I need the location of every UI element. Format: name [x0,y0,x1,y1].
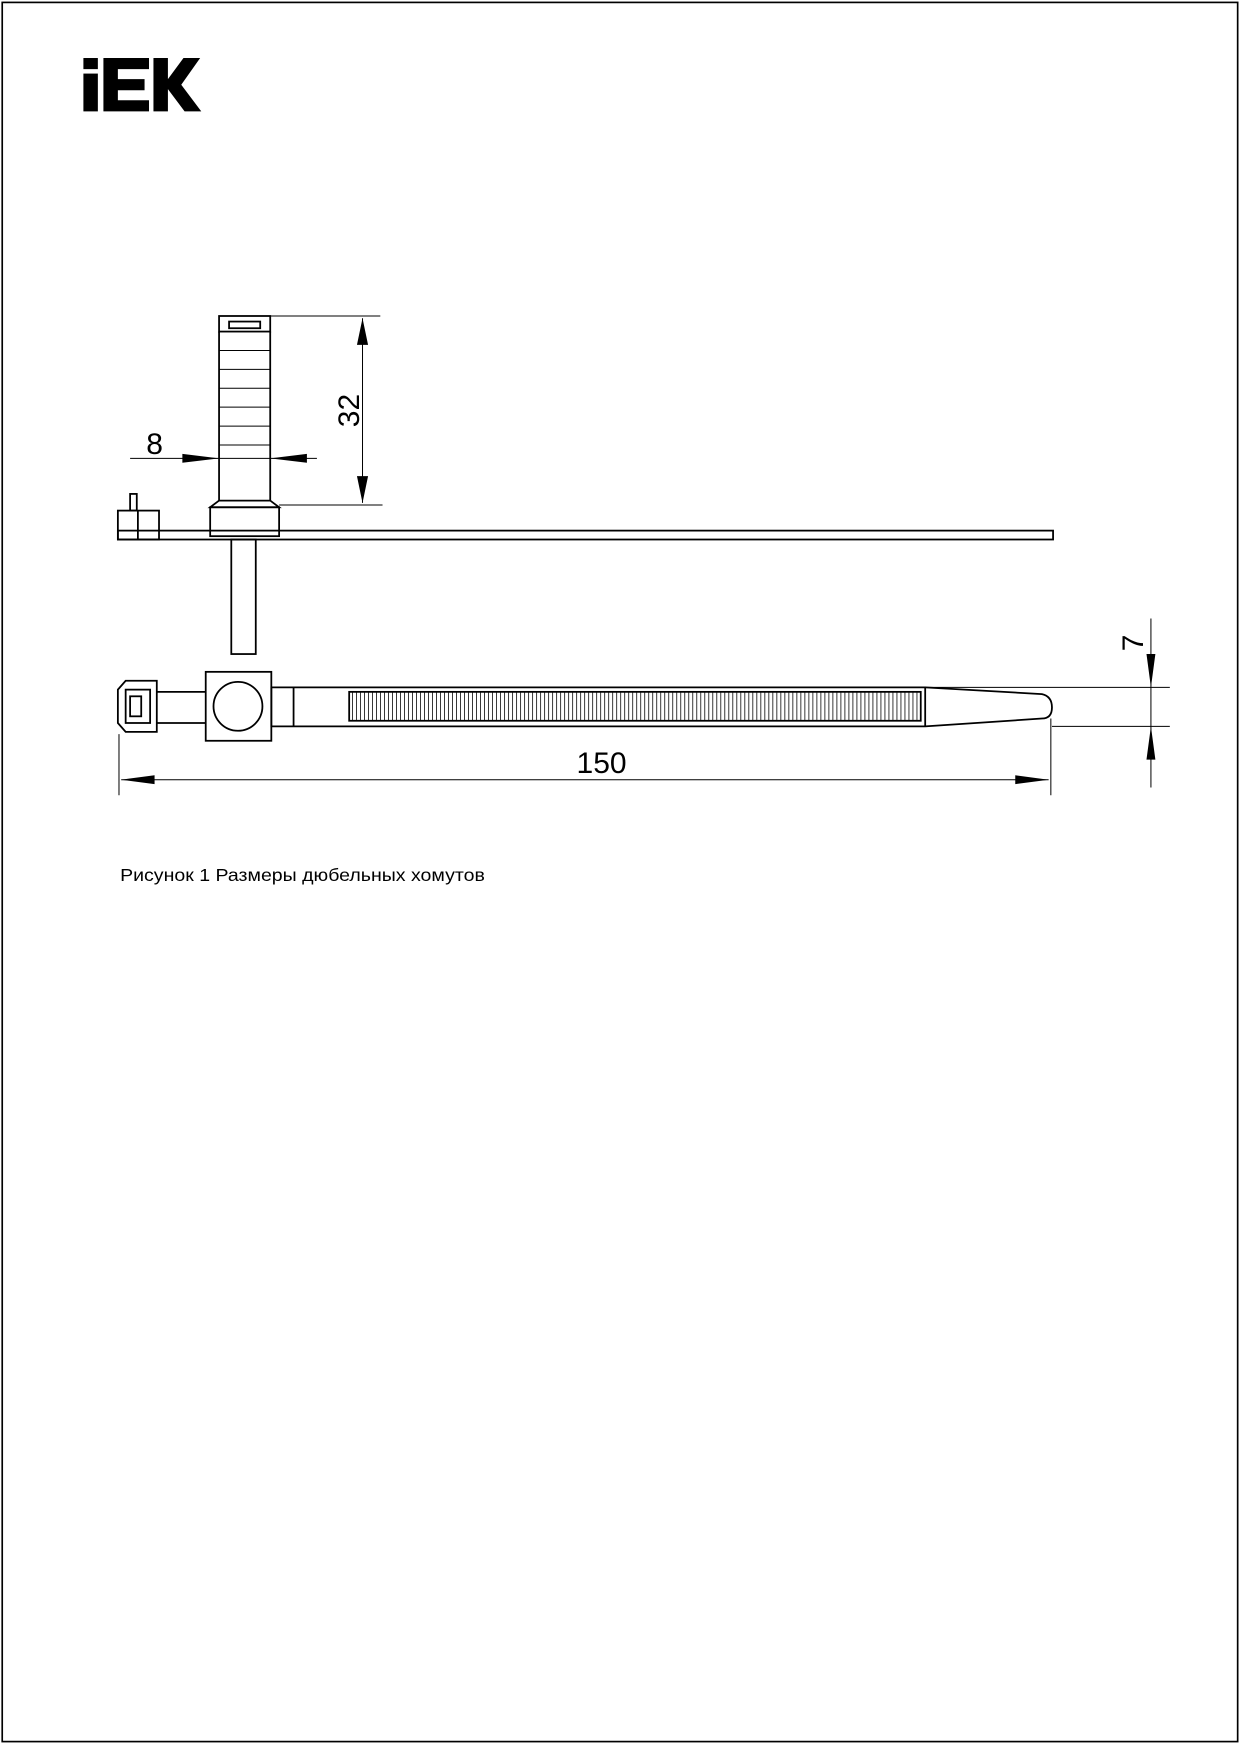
dimension-height: 32 [270,315,383,506]
figure-caption: Рисунок 1 Размеры дюбельных хомутов [120,865,485,885]
serrations [352,691,918,721]
top-view [116,670,1053,742]
dimension-width-label: 8 [146,428,163,461]
dimension-length-label: 150 [577,747,627,780]
dimension-strap-width: 7 [925,618,1170,788]
dimension-height-label: 32 [333,394,366,427]
dimension-width: 8 [130,428,317,463]
iek-logo [83,58,202,112]
dimension-strap-width-label: 7 [1117,635,1150,652]
dimension-length: 150 [118,718,1052,796]
side-view [116,315,1054,655]
